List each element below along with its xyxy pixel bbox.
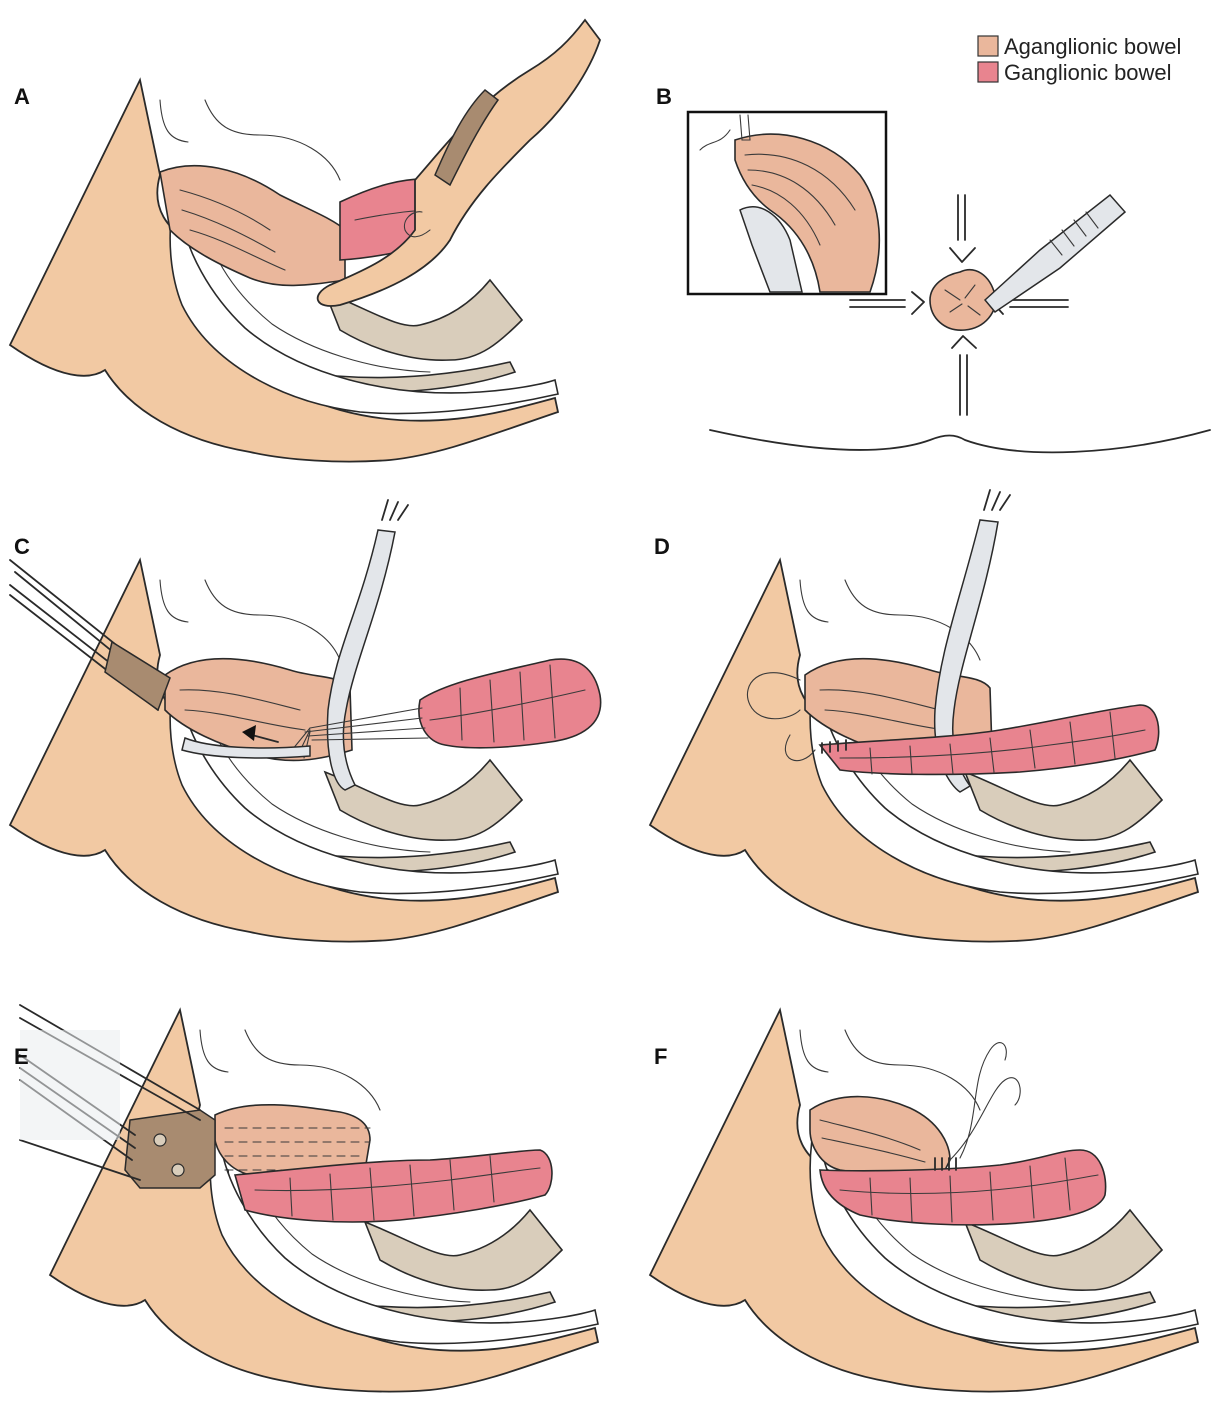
legend-label-aganglionic: Aganglionic bowel [1004,34,1181,59]
legend: Aganglionic bowel Ganglionic bowel [978,34,1181,85]
panel-label-e: E [14,1044,29,1069]
panel-b [688,112,1210,452]
panel-label-a: A [14,84,30,109]
legend-label-ganglionic: Ganglionic bowel [1004,60,1172,85]
panel-e [20,1005,598,1392]
panel-d [650,490,1198,942]
panel-label-d: D [654,534,670,559]
panel-label-b: B [656,84,672,109]
panel-c [10,500,601,942]
legend-swatch-aganglionic [978,36,998,56]
panel-label-c: C [14,534,30,559]
legend-swatch-ganglionic [978,62,998,82]
panel-f [650,1010,1198,1392]
panel-label-f: F [654,1044,667,1069]
panel-a [10,20,600,462]
